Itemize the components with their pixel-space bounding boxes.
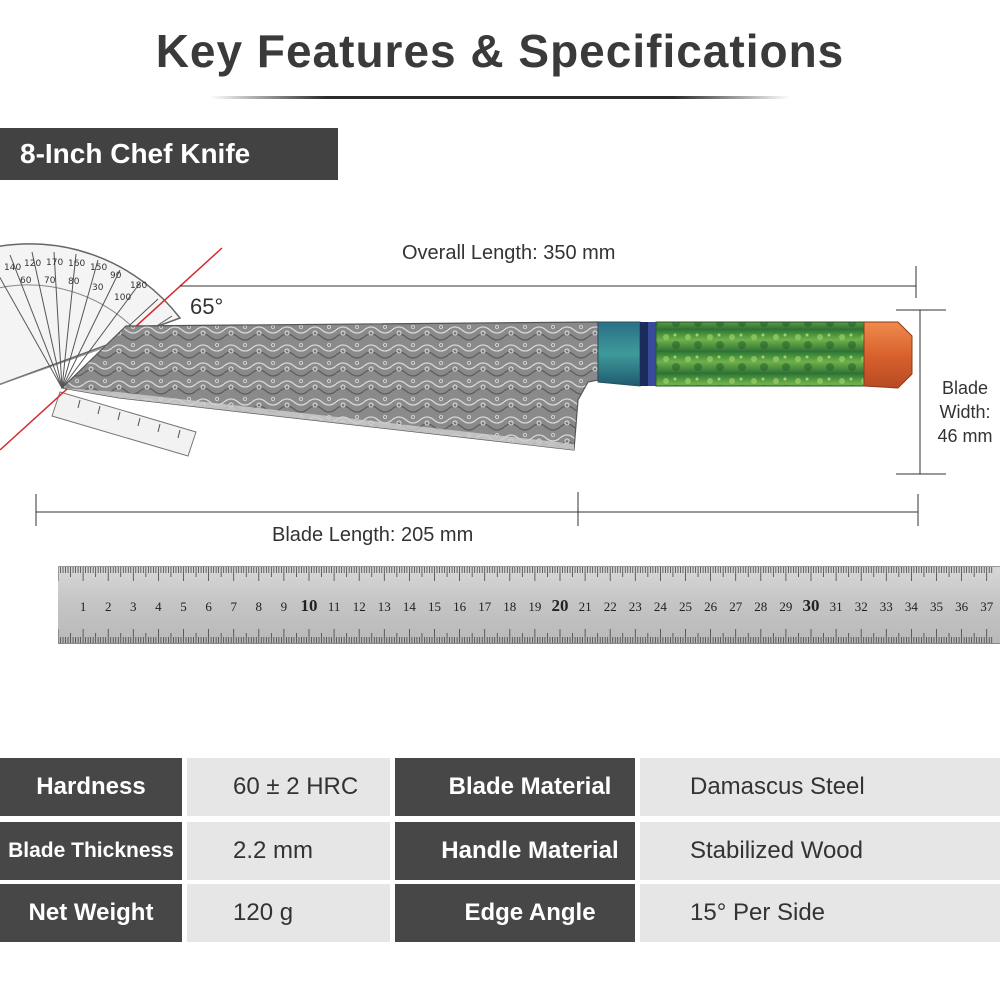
- blade-width-line3: 46 mm: [937, 426, 993, 446]
- protractor-label: 180: [130, 281, 147, 291]
- knife-blade: [60, 321, 599, 451]
- ruler-number: 6: [205, 599, 212, 614]
- protractor-label: 90: [110, 271, 122, 281]
- blade-width-label: Blade Width: 46 mm: [930, 376, 1000, 448]
- spec-value: 120 g: [187, 884, 390, 942]
- ruler-number: 23: [629, 599, 642, 614]
- spec-label: Handle Material: [395, 822, 635, 880]
- ruler-number: 7: [230, 599, 237, 614]
- ruler-number: 29: [779, 599, 792, 614]
- protractor-label: 80: [68, 277, 80, 287]
- ruler-number: 5: [180, 599, 187, 614]
- protractor-label: 100: [114, 293, 131, 303]
- ruler-number: 19: [528, 599, 541, 614]
- ruler-number: 34: [905, 599, 919, 614]
- spec-row: Net Weight 120 g Edge Angle 15° Per Side: [0, 884, 1000, 942]
- blade-width-line: [896, 309, 946, 475]
- section-banner: 8-Inch Chef Knife: [0, 128, 338, 180]
- ruler-number: 33: [880, 599, 893, 614]
- spec-value: Damascus Steel: [640, 758, 1000, 816]
- ruler-number: 22: [604, 599, 617, 614]
- blade-width-line1: Blade: [941, 378, 989, 398]
- spec-value: 15° Per Side: [640, 884, 1000, 942]
- ruler-number: 14: [403, 599, 417, 614]
- title-underline: [210, 96, 790, 99]
- ruler-number: 4: [155, 599, 162, 614]
- ruler-number: 15: [428, 599, 441, 614]
- ruler-number: 17: [478, 599, 492, 614]
- ruler-number: 10: [301, 596, 318, 615]
- blade-length-label: Blade Length: 205 mm: [272, 524, 474, 546]
- ruler-number: 32: [855, 599, 868, 614]
- protractor: 140 120 170 160 150 90 180 60 70 80 30 1…: [0, 243, 197, 457]
- blade-length-line: [35, 492, 919, 526]
- ruler-number: 3: [130, 599, 137, 614]
- protractor-label: 170: [46, 258, 63, 268]
- overall-length-line: [180, 266, 917, 298]
- ruler-number: 37: [980, 599, 994, 614]
- ruler-number: 30: [803, 596, 820, 615]
- blade-width-line2: Width:: [939, 402, 991, 422]
- ruler-number: 31: [830, 599, 843, 614]
- ruler-number: 13: [378, 599, 391, 614]
- spec-label: Hardness: [0, 758, 182, 816]
- ruler-number: 24: [654, 599, 668, 614]
- protractor-label: 120: [24, 259, 41, 269]
- spec-label: Blade Material: [395, 758, 635, 816]
- spec-label: Blade Thickness: [0, 822, 182, 880]
- knife-handle: [597, 321, 913, 389]
- ruler-number: 16: [453, 599, 467, 614]
- protractor-label: 140: [4, 263, 21, 273]
- page-title: Key Features & Specifications: [155, 25, 845, 77]
- ruler-number: 21: [579, 599, 592, 614]
- spec-label: Net Weight: [0, 884, 182, 942]
- ruler-number: 35: [930, 599, 943, 614]
- ruler-number: 28: [754, 599, 767, 614]
- ruler-number: 25: [679, 599, 692, 614]
- spec-label: Edge Angle: [395, 884, 635, 942]
- protractor-label: 150: [90, 263, 107, 273]
- spec-value: Stabilized Wood: [640, 822, 1000, 880]
- ruler-number: 36: [955, 599, 969, 614]
- knife-illustration: 140 120 170 160 150 90 180 60 70 80 30 1…: [0, 243, 946, 526]
- protractor-label: 70: [44, 276, 56, 286]
- ruler-number: 26: [704, 599, 718, 614]
- spec-row: Hardness 60 ± 2 HRC Blade Material Damas…: [0, 758, 1000, 816]
- spec-value: 60 ± 2 HRC: [187, 758, 390, 816]
- overall-length-label: Overall Length: 350 mm: [402, 242, 616, 264]
- angle-label: 65°: [190, 294, 224, 319]
- spec-row: Blade Thickness 2.2 mm Handle Material S…: [0, 822, 1000, 880]
- ruler-number: 18: [503, 599, 516, 614]
- spec-value: 2.2 mm: [187, 822, 390, 880]
- ruler-number: 1: [80, 599, 87, 614]
- ruler-number: 8: [256, 599, 262, 614]
- protractor-label: 60: [20, 276, 32, 286]
- protractor-label: 160: [68, 259, 85, 269]
- protractor-label: 30: [92, 283, 104, 293]
- ruler-number: 20: [552, 596, 569, 615]
- ruler-number: 2: [105, 599, 112, 614]
- ruler-number: 9: [281, 599, 288, 614]
- ruler-number: 11: [328, 599, 341, 614]
- ruler-number: 12: [353, 599, 366, 614]
- ruler-number: 27: [729, 599, 743, 614]
